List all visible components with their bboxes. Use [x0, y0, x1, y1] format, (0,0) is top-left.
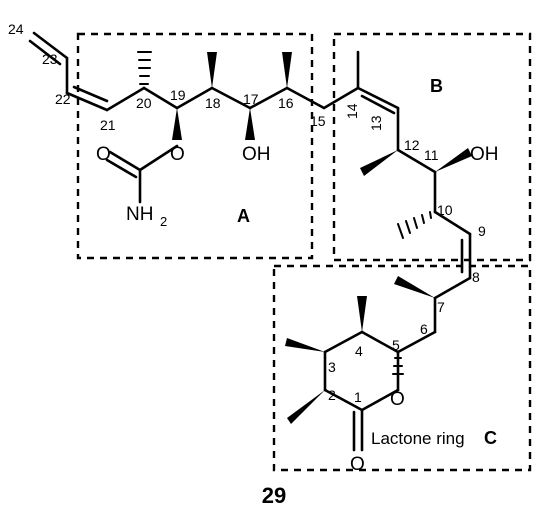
atom-nh2: NH: [126, 204, 153, 225]
carbon-number-7: 7: [437, 299, 445, 315]
carbon-number-11: 11: [424, 147, 439, 163]
carbon-number-3: 3: [328, 359, 336, 375]
carbon-number-24: 24: [8, 21, 24, 37]
skeleton-bonds: [28, 31, 472, 452]
atom-o-lactone-carbonyl: O: [350, 454, 365, 475]
carbon-number-13: 13: [368, 115, 384, 131]
carbon-number-19: 19: [170, 87, 186, 103]
atom-labels: O O NH 2 OH OH O O: [96, 144, 499, 475]
carbon-number-23: 23: [42, 51, 58, 67]
carbon-number-17: 17: [243, 91, 259, 107]
wedge-c3-methyl: [285, 338, 325, 352]
carbon-number-16: 16: [278, 95, 294, 111]
carbon-number-22: 22: [55, 91, 71, 107]
stereo-wedges: [137, 51, 472, 424]
region-label-a: A: [237, 206, 250, 226]
wedge-c19-o: [172, 108, 182, 140]
region-label-c: C: [484, 428, 497, 448]
atom-o-ester: O: [170, 144, 185, 165]
compound-number: 29: [262, 483, 286, 508]
carbon-number-15: 15: [310, 113, 326, 129]
atom-oh-c17: OH: [242, 144, 271, 165]
carbon-number-9: 9: [478, 223, 486, 239]
carbon-number-18: 18: [205, 95, 221, 111]
atom-nh2-subscript: 2: [160, 214, 167, 229]
atom-oh-c11: OH: [470, 144, 499, 165]
carbon-number-10: 10: [437, 202, 453, 218]
wedge-c7-methyl: [394, 276, 435, 298]
atom-o-ring: O: [390, 389, 405, 410]
lactone-ring-caption: Lactone ring: [371, 429, 465, 448]
wedge-c11-oh: [435, 148, 472, 172]
atom-o-carbonyl: O: [96, 144, 111, 165]
wedge-c18-methyl: [207, 52, 217, 88]
carbon-number-1: 1: [354, 389, 362, 405]
hashed-bond-c5-o: [392, 357, 404, 375]
region-box-b: [332, 32, 532, 262]
carbon-number-12: 12: [404, 137, 420, 153]
carbon-number-4: 4: [355, 343, 363, 359]
carbon-number-21: 21: [100, 117, 116, 133]
carbon-number-8: 8: [472, 269, 480, 285]
region-box-c: [272, 264, 532, 472]
region-label-b: B: [430, 76, 443, 96]
wedge-c4-methyl: [357, 296, 367, 332]
carbon-number-20: 20: [136, 95, 152, 111]
carbon-number-6: 6: [420, 321, 428, 337]
wedge-c17-oh: [245, 108, 255, 140]
wedge-c12-methyl: [360, 150, 398, 176]
region-box-a: [76, 32, 314, 260]
hashed-bond-c20-methyl: [137, 51, 152, 85]
carbon-numbers: 1 2 3 4 5 6 7 8 9 10 11 12 13 14 15 16 1…: [8, 21, 486, 405]
carbon-number-2: 2: [328, 387, 336, 403]
wedge-c2-methyl: [287, 390, 325, 424]
carbon-number-14: 14: [344, 103, 360, 119]
hashed-bond-c10-methyl: [397, 211, 432, 239]
carbon-number-5: 5: [392, 337, 400, 353]
wedge-c16-methyl: [282, 52, 292, 88]
